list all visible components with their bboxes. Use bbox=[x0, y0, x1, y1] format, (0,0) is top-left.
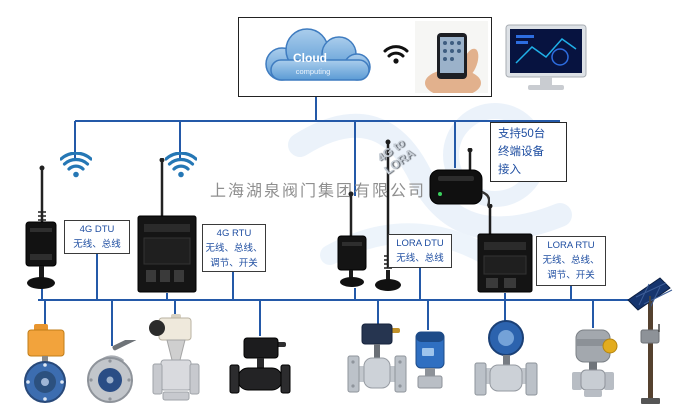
label-lora-dtu: LORA DTU 无线、总线 bbox=[388, 234, 452, 268]
device-title: 4G RTU bbox=[216, 228, 252, 239]
label-4g-dtu: 4G DTU 无线、总线 bbox=[64, 220, 130, 254]
device-feature-line: 无线、总线 bbox=[73, 239, 121, 250]
callout-line: 接入 bbox=[498, 164, 521, 176]
wifi-icon bbox=[383, 45, 409, 64]
device-feature-line: 调节、开关 bbox=[547, 270, 595, 281]
wifi-icon bbox=[165, 152, 197, 178]
label-lora-rtu: LORA RTU 无线、总线、 调节、开关 bbox=[536, 236, 606, 286]
cloud-subtitle-text: computing bbox=[296, 67, 331, 76]
black-ball-valve-icon bbox=[229, 337, 291, 394]
monitor-photo bbox=[505, 24, 587, 90]
device-title: LORA RTU bbox=[547, 240, 595, 251]
blue-gear-globe-valve-icon bbox=[474, 320, 538, 396]
device-feature-line: 无线、总线、 bbox=[205, 243, 263, 254]
cloud-platform-box: Cloud computing bbox=[238, 17, 492, 97]
compact-actuator-valve-icon bbox=[572, 329, 618, 397]
wifi-icon bbox=[60, 152, 92, 178]
label-4g-rtu: 4G RTU 无线、总线、 调节、开关 bbox=[202, 224, 266, 272]
callout-line: 支持50台 bbox=[498, 128, 546, 140]
callout-line: 终端设备 bbox=[498, 146, 544, 158]
electric-butterfly-valve-icon bbox=[24, 324, 66, 403]
device-feature-line: 无线、总线 bbox=[396, 253, 444, 264]
device-feature-line: 无线、总线、 bbox=[542, 255, 600, 266]
cloud-title-text: Cloud bbox=[293, 51, 327, 65]
cloud-icon: Cloud computing bbox=[265, 28, 371, 81]
device-feature-line: 调节、开关 bbox=[210, 258, 258, 269]
company-watermark: 上海湖泉阀门集团有限公司 bbox=[210, 183, 427, 200]
lora-dtu-device bbox=[337, 191, 367, 287]
phone-in-hand-photo bbox=[415, 21, 488, 93]
manual-butterfly-valve-icon bbox=[87, 340, 137, 403]
solar-monitoring-pole-icon bbox=[627, 277, 673, 404]
4g-dtu-device bbox=[25, 165, 57, 289]
flanged-ball-valve-icon bbox=[347, 323, 407, 393]
lora-rtu-device bbox=[477, 204, 533, 293]
blue-electric-actuator-valve-icon bbox=[415, 331, 445, 389]
electric-gate-valve-icon bbox=[149, 314, 200, 401]
terminal-capacity-callout: 支持50台 终端设备 接入 bbox=[490, 122, 567, 182]
device-title: LORA DTU bbox=[396, 238, 444, 249]
4g-to-lora-gateway-device bbox=[429, 148, 490, 207]
4g-rtu-device bbox=[137, 158, 197, 293]
device-title: 4G DTU bbox=[79, 224, 115, 235]
